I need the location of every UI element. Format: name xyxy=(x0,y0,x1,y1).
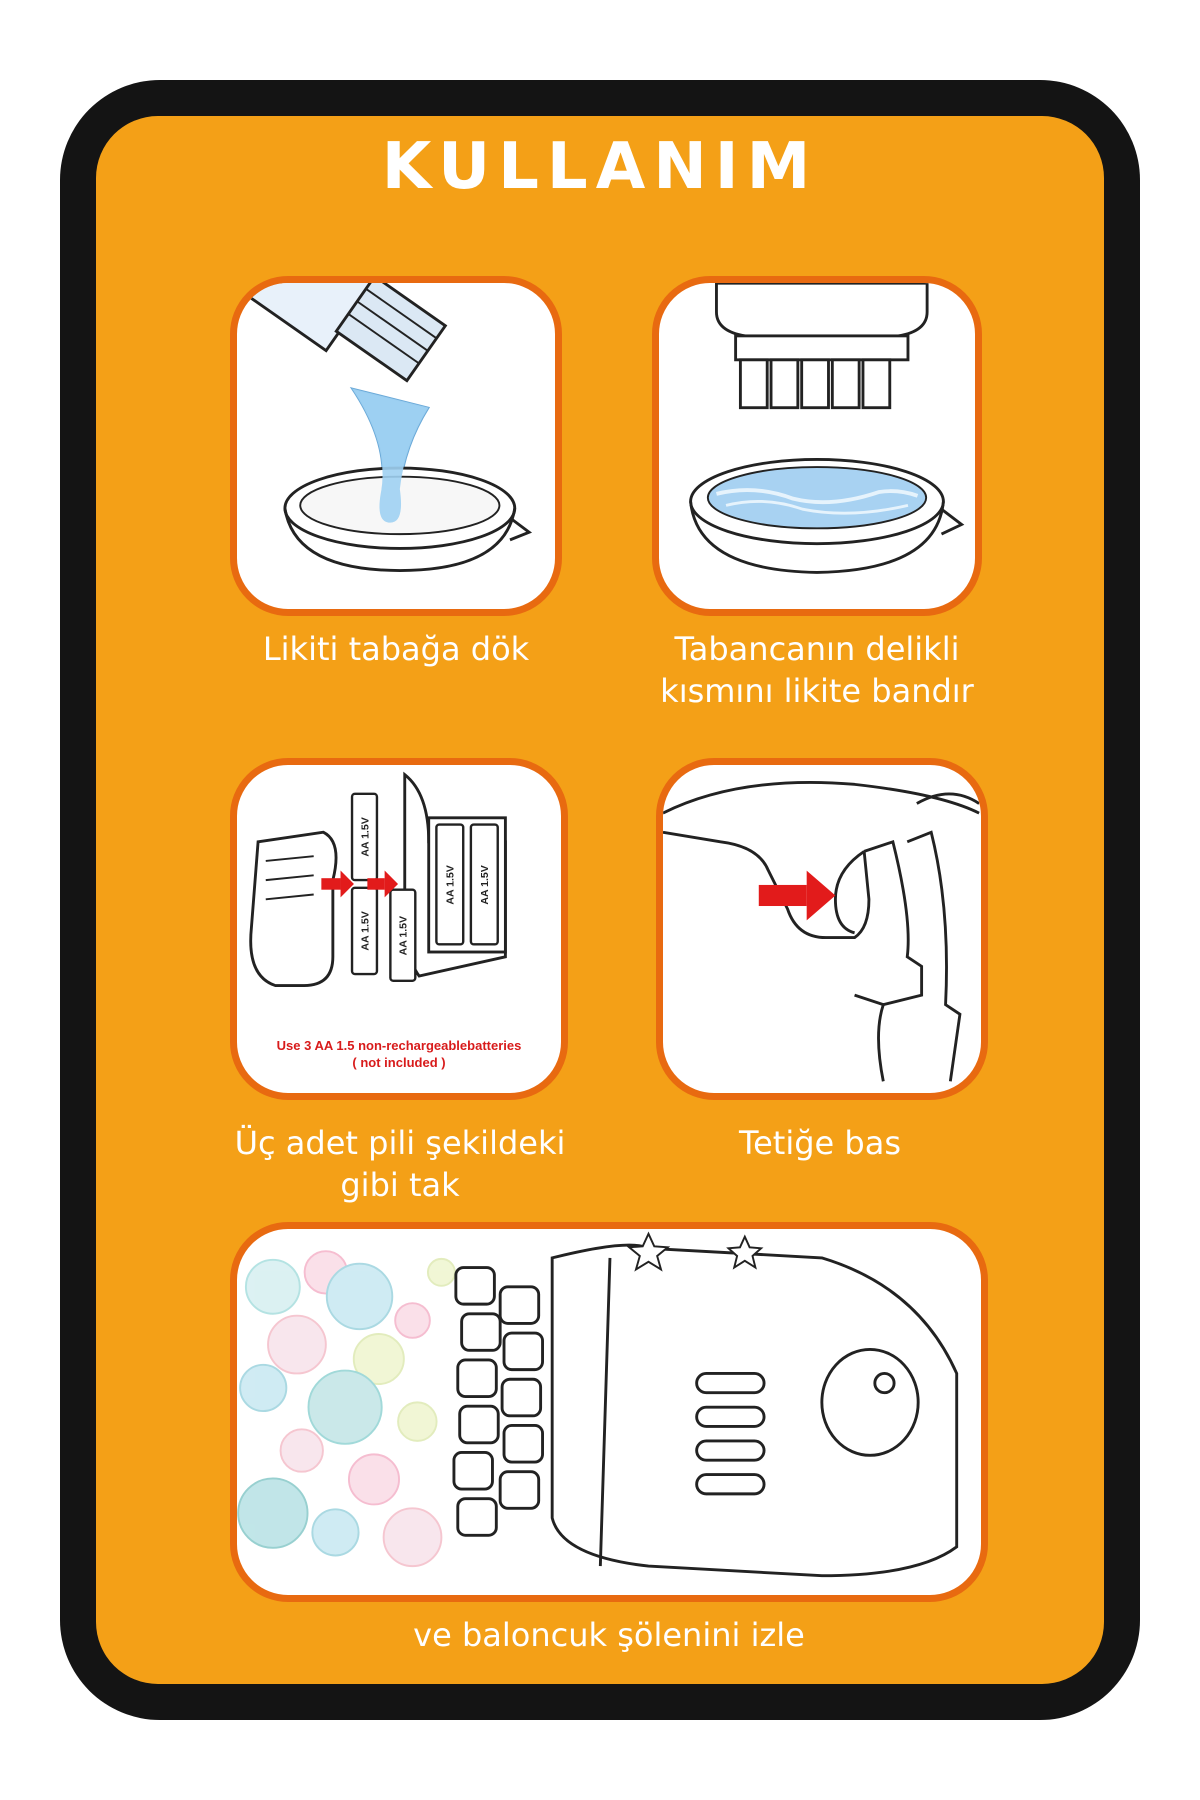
bubble-gun-illustration xyxy=(237,1231,959,1578)
arrow-icon xyxy=(758,870,836,921)
step-5-caption: ve baloncuk şölenini izle xyxy=(413,1616,805,1654)
step-4-caption: Tetiğe bas xyxy=(739,1124,901,1162)
pour-liquid-illustration xyxy=(237,283,533,572)
step-4-panel xyxy=(656,758,988,1100)
step-3-caption: Üç adet pili şekildeki gibi tak xyxy=(234,1124,566,1204)
page-title: KULLANIM xyxy=(381,130,819,204)
battery-label-1: AA 1.5V xyxy=(359,817,371,856)
battery-label-3: AA 1.5V xyxy=(398,916,410,955)
step-1-caption: Likiti tabağa dök xyxy=(262,630,530,668)
step-3-panel: AA 1.5V AA 1.5V AA 1.5V AA 1.5V AA 1.5V … xyxy=(230,758,568,1100)
battery-label-5: AA 1.5V xyxy=(479,865,491,904)
star-icon xyxy=(626,1231,764,1272)
battery-label-4: AA 1.5V xyxy=(445,865,457,904)
step-5-panel xyxy=(230,1222,988,1602)
battery-install-illustration: AA 1.5V AA 1.5V AA 1.5V AA 1.5V AA 1.5V xyxy=(249,771,507,987)
step-2-panel xyxy=(652,276,982,616)
battery-note: Use 3 AA 1.5 non-rechargeablebatteries (… xyxy=(276,1038,522,1070)
battery-label-2: AA 1.5V xyxy=(359,911,371,950)
press-trigger-illustration xyxy=(663,781,980,1082)
step-2-caption: Tabancanın delikli kısmını likite bandır xyxy=(660,630,974,710)
step-1-panel xyxy=(230,276,562,616)
dip-gun-illustration xyxy=(689,283,965,574)
